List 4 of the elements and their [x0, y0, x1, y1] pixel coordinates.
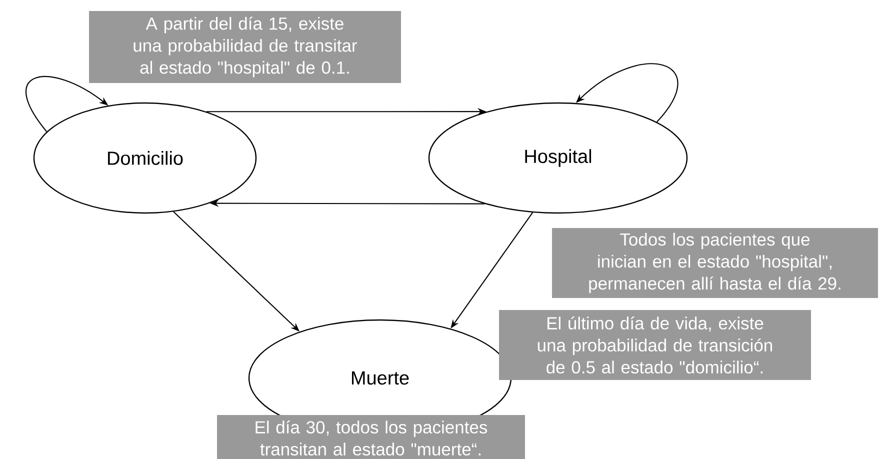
- note-box: Todos los pacientes que inician en el estado "hospital", permanecen allí hasta el día 29.: [552, 228, 878, 298]
- note-box: El último día de vida, existe una probabilidad de transición de 0.5 al estado "domicilio“.: [499, 310, 811, 380]
- note-box: A partir del día 15, existe una probabilidad de transitar al estado "hospital" de 0.1.: [89, 11, 401, 83]
- note-box: El día 30, todos los pacientes transitan al estado "muerte“.: [217, 415, 525, 459]
